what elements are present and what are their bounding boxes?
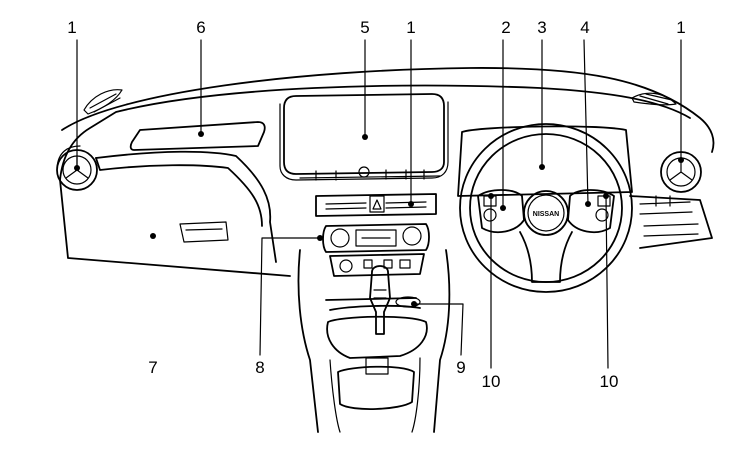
callout-8: 8: [255, 358, 264, 377]
display-button-row: [299, 169, 441, 181]
callout-6: 6: [196, 18, 205, 37]
center-console-outline: [297, 249, 451, 433]
steering-wheel: NISSAN: [459, 123, 633, 293]
callout-1-right: 1: [676, 18, 685, 37]
center-display-bezel: [283, 93, 445, 175]
nissan-logo-text: NISSAN: [533, 211, 559, 218]
callout-1-left: 1: [67, 18, 76, 37]
callout-10-left: 10: [482, 372, 501, 391]
callout-5: 5: [360, 18, 369, 37]
gear-shifter: [369, 265, 391, 335]
upper-left-vent: [83, 89, 123, 115]
usb-switch-area: [329, 253, 425, 277]
glove-box-outline: [95, 150, 277, 263]
dashboard-left-side: [59, 179, 291, 277]
passenger-display-panel: [129, 121, 266, 151]
drive-mode-switch: [395, 296, 421, 308]
dashboard-top-outline: [61, 67, 715, 153]
climate-control-panel: [322, 223, 430, 253]
leader-lines: [74, 39, 684, 369]
dashboard-right-lower: [629, 195, 713, 249]
callout-3: 3: [537, 18, 546, 37]
dashboard-front-edge: [59, 84, 691, 181]
right-dash-switches: [639, 195, 699, 237]
callout-2: 2: [501, 18, 510, 37]
callout-9: 9: [456, 358, 465, 377]
callout-10-right: 10: [600, 372, 619, 391]
callout-1-center: 1: [406, 18, 415, 37]
callout-7: 7: [148, 358, 157, 377]
glove-box-handle: [179, 221, 229, 243]
callout-4: 4: [580, 18, 589, 37]
lower-console-tray: [337, 365, 415, 410]
center-air-vents: [315, 193, 437, 217]
console-shifter-surround: [326, 315, 428, 359]
